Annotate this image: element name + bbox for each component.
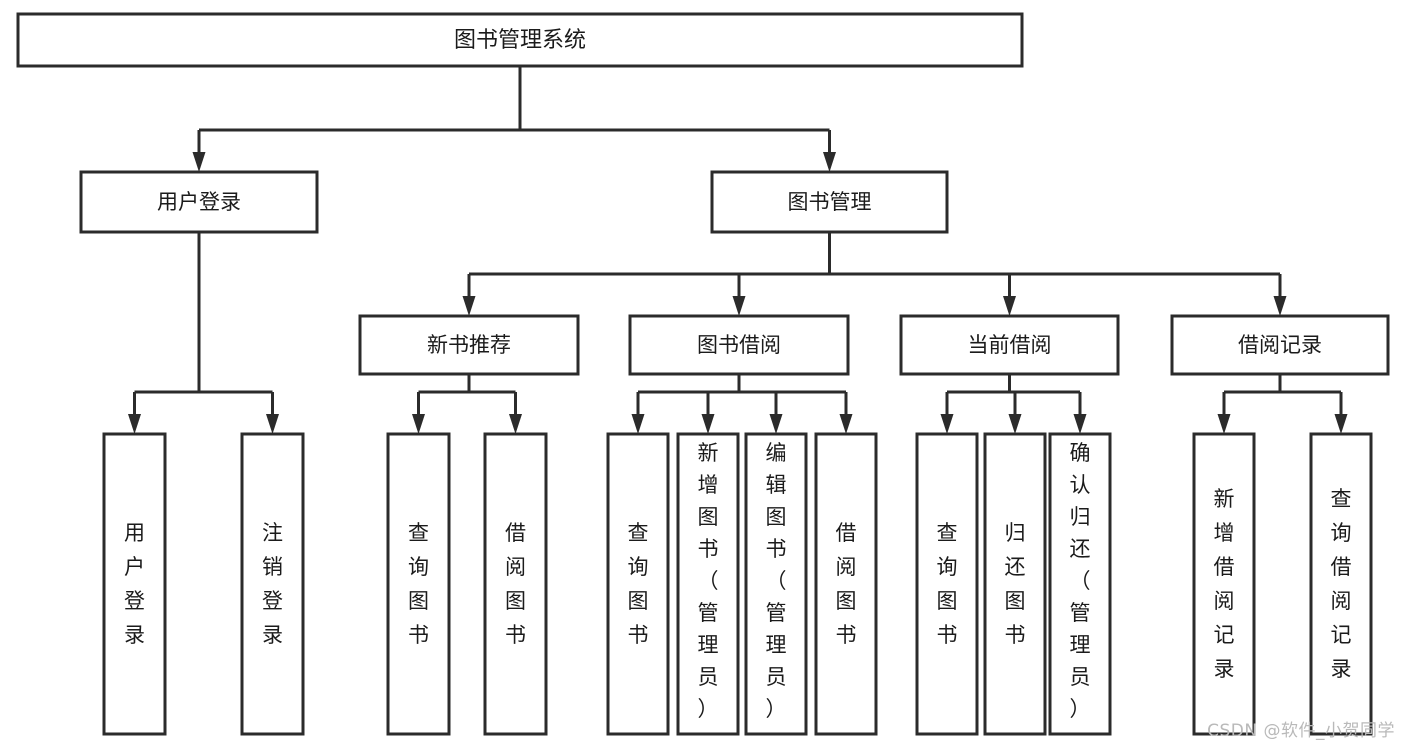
node-label: 用户登录	[157, 190, 241, 214]
node-box	[386, 432, 451, 736]
node-leaf-borrow-book-2[interactable]: 借阅图书	[814, 432, 878, 736]
node-label: 图书管理	[788, 190, 872, 214]
arrow-head-icon	[839, 414, 853, 434]
node-box	[240, 432, 305, 736]
node-leaf-query-borrow-record[interactable]: 查询借阅记录	[1309, 432, 1373, 736]
node-current-borrow[interactable]: 当前借阅	[899, 314, 1120, 376]
node-box	[1048, 432, 1112, 736]
node-box	[606, 432, 670, 736]
node-box	[1170, 314, 1390, 376]
node-book-borrow[interactable]: 图书借阅	[628, 314, 850, 376]
arrow-head-icon	[192, 152, 206, 172]
node-new-book-rec[interactable]: 新书推荐	[358, 314, 580, 376]
arrow-head-icon	[128, 414, 141, 434]
node-leaf-add-book-admin[interactable]: 新增图书（管理员）	[676, 432, 740, 736]
node-box	[102, 432, 167, 736]
arrow-head-icon	[940, 414, 954, 434]
arrow-head-icon	[701, 414, 715, 434]
watermark-label: CSDN @软件_小贺同学	[1207, 721, 1395, 741]
node-leaf-return-book[interactable]: 归还图书	[983, 432, 1047, 736]
node-leaf-query-book-2[interactable]: 查询图书	[606, 432, 670, 736]
arrow-head-icon	[631, 414, 645, 434]
arrow-head-icon	[1334, 414, 1348, 434]
node-box	[814, 432, 878, 736]
node-label: 查询借阅记录	[1331, 487, 1352, 681]
arrow-head-icon	[1217, 414, 1231, 434]
node-box	[1192, 432, 1256, 736]
node-label: 新增借阅记录	[1214, 487, 1235, 681]
node-label: 用户登录	[124, 521, 145, 647]
node-box	[79, 170, 319, 234]
arrow-head-icon	[1003, 296, 1016, 316]
node-box	[915, 432, 979, 736]
node-root[interactable]: 图书管理系统	[16, 12, 1024, 68]
node-book-manage[interactable]: 图书管理	[710, 170, 949, 234]
node-label: 新增图书（管理员）	[698, 441, 719, 721]
node-leaf-borrow-book-1[interactable]: 借阅图书	[483, 432, 548, 736]
arrow-head-icon	[732, 296, 746, 316]
node-label: 归还图书	[1005, 521, 1026, 647]
arrow-head-icon	[1273, 296, 1287, 316]
node-user-login[interactable]: 用户登录	[79, 170, 319, 234]
node-label: 新书推荐	[427, 333, 511, 357]
node-borrow-record[interactable]: 借阅记录	[1170, 314, 1390, 376]
node-box	[628, 314, 850, 376]
node-box	[483, 432, 548, 736]
node-box	[983, 432, 1047, 736]
node-box	[899, 314, 1120, 376]
node-leaf-confirm-return-admin[interactable]: 确认归还（管理员）	[1048, 432, 1112, 736]
arrow-head-icon	[509, 414, 522, 434]
node-leaf-query-book-3[interactable]: 查询图书	[915, 432, 979, 736]
node-label: 图书借阅	[697, 333, 781, 357]
node-box	[16, 12, 1024, 68]
node-label: 查询图书	[408, 521, 429, 647]
node-label: 注销登录	[262, 521, 283, 647]
node-label: 查询图书	[628, 521, 649, 647]
node-label: 图书管理系统	[454, 28, 586, 53]
arrow-head-icon	[1073, 414, 1087, 434]
node-leaf-edit-book-admin[interactable]: 编辑图书（管理员）	[744, 432, 808, 736]
arrow-head-icon	[1008, 414, 1022, 434]
node-leaf-user-login[interactable]: 用户登录	[102, 432, 167, 736]
node-box	[1309, 432, 1373, 736]
arrow-head-icon	[412, 414, 425, 434]
arrow-head-icon	[266, 414, 279, 434]
node-label: 查询图书	[937, 521, 958, 647]
node-box	[358, 314, 580, 376]
node-label: 当前借阅	[968, 333, 1052, 357]
node-box	[676, 432, 740, 736]
node-label: 借阅图书	[505, 521, 526, 647]
node-label: 借阅图书	[836, 521, 857, 647]
node-box	[710, 170, 949, 234]
arrow-head-icon	[769, 414, 783, 434]
arrow-head-icon	[823, 152, 836, 172]
node-label: 确认归还（管理员）	[1070, 441, 1091, 721]
node-leaf-query-book-1[interactable]: 查询图书	[386, 432, 451, 736]
arrow-head-icon	[462, 296, 476, 316]
node-box	[744, 432, 808, 736]
node-leaf-add-borrow-record[interactable]: 新增借阅记录	[1192, 432, 1256, 736]
node-label: 借阅记录	[1238, 333, 1322, 357]
node-leaf-logout-login[interactable]: 注销登录	[240, 432, 305, 736]
node-label: 编辑图书（管理员）	[766, 441, 787, 721]
